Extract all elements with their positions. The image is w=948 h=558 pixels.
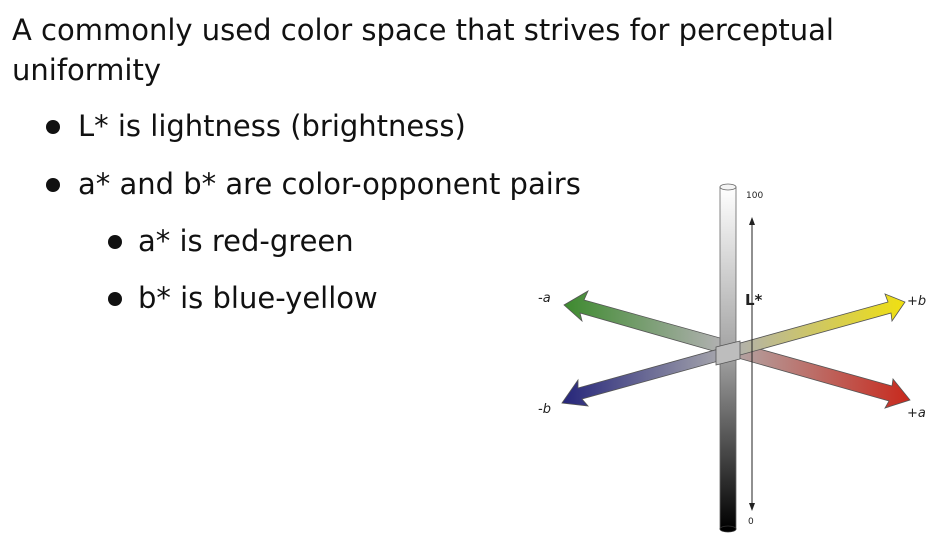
lightness-axis-label: L* [745, 291, 763, 309]
lab-diagram-svg: 100 0 L* -a +b -b +a [538, 183, 926, 533]
bullet-text: b* is blue-yellow [138, 281, 378, 315]
bullet-dot-icon [108, 235, 122, 249]
minus-a-label: -a [538, 291, 551, 306]
bullet-opponent-pairs: a* and b* are color-opponent pairs [46, 166, 581, 202]
minus-b-label: -b [538, 402, 551, 417]
lightness-max-label: 100 [746, 191, 763, 201]
lab-color-space-diagram: 100 0 L* -a +b -b +a [520, 175, 940, 545]
lightness-dimension-arrow [749, 217, 755, 511]
plus-a-label: +a [907, 406, 926, 421]
axis-crossing-block [715, 340, 741, 366]
bullet-red-green: a* is red-green [108, 223, 354, 259]
intro-text: A commonly used color space that strives… [12, 13, 834, 87]
bullet-text: a* and b* are color-opponent pairs [78, 167, 581, 201]
lightness-min-label: 0 [748, 517, 754, 527]
bullet-lightness: L* is lightness (brightness) [46, 108, 466, 144]
bullet-text: L* is lightness (brightness) [78, 109, 466, 143]
bullet-dot-icon [46, 120, 60, 134]
bullet-dot-icon [46, 178, 60, 192]
bullet-dot-icon [108, 292, 122, 306]
plus-b-label: +b [907, 294, 926, 309]
bullet-blue-yellow: b* is blue-yellow [108, 280, 378, 316]
bullet-text: a* is red-green [138, 224, 354, 258]
